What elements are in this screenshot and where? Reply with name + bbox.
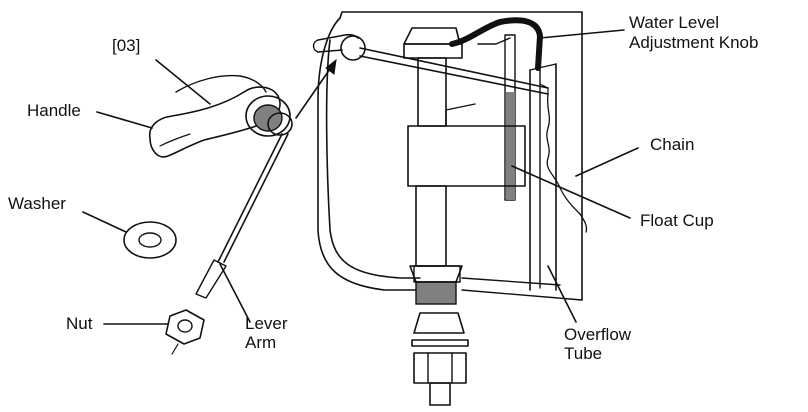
fill-valve xyxy=(403,27,526,305)
label-overflow-line2: Tube xyxy=(564,344,603,363)
label-handle: Handle xyxy=(27,101,81,120)
label-lever-arm-line2: Arm xyxy=(245,333,277,352)
water-level-knob xyxy=(449,17,544,71)
handle-hub-shading xyxy=(253,104,283,132)
fill-valve-lower-parts xyxy=(411,312,469,406)
label-lever-arm-line1: Lever xyxy=(245,314,288,333)
label-nut: Nut xyxy=(66,314,93,333)
trip-arm xyxy=(359,47,549,95)
label-chain: Chain xyxy=(650,135,695,154)
label-water-level-line1: Water Level xyxy=(629,13,720,32)
overflow-tube xyxy=(529,63,557,291)
label-overflow-line1: Overflow xyxy=(564,325,632,344)
assembly-arrow xyxy=(295,58,337,119)
label-washer: Washer xyxy=(8,194,66,213)
chain xyxy=(546,93,588,233)
lever-arm xyxy=(195,133,289,299)
handle xyxy=(148,74,293,158)
label-water-level-line2: Adjustment Knob xyxy=(629,33,759,52)
label-part-number: [03] xyxy=(112,36,141,55)
nut xyxy=(165,309,205,355)
leader-lines xyxy=(82,29,639,325)
tank-outline xyxy=(317,11,583,301)
tank-handle-hole xyxy=(312,33,366,61)
washer xyxy=(123,221,177,259)
float-rod-shading xyxy=(506,92,515,200)
label-float-cup: Float Cup xyxy=(640,211,714,230)
valve-washer-shading xyxy=(415,281,457,305)
